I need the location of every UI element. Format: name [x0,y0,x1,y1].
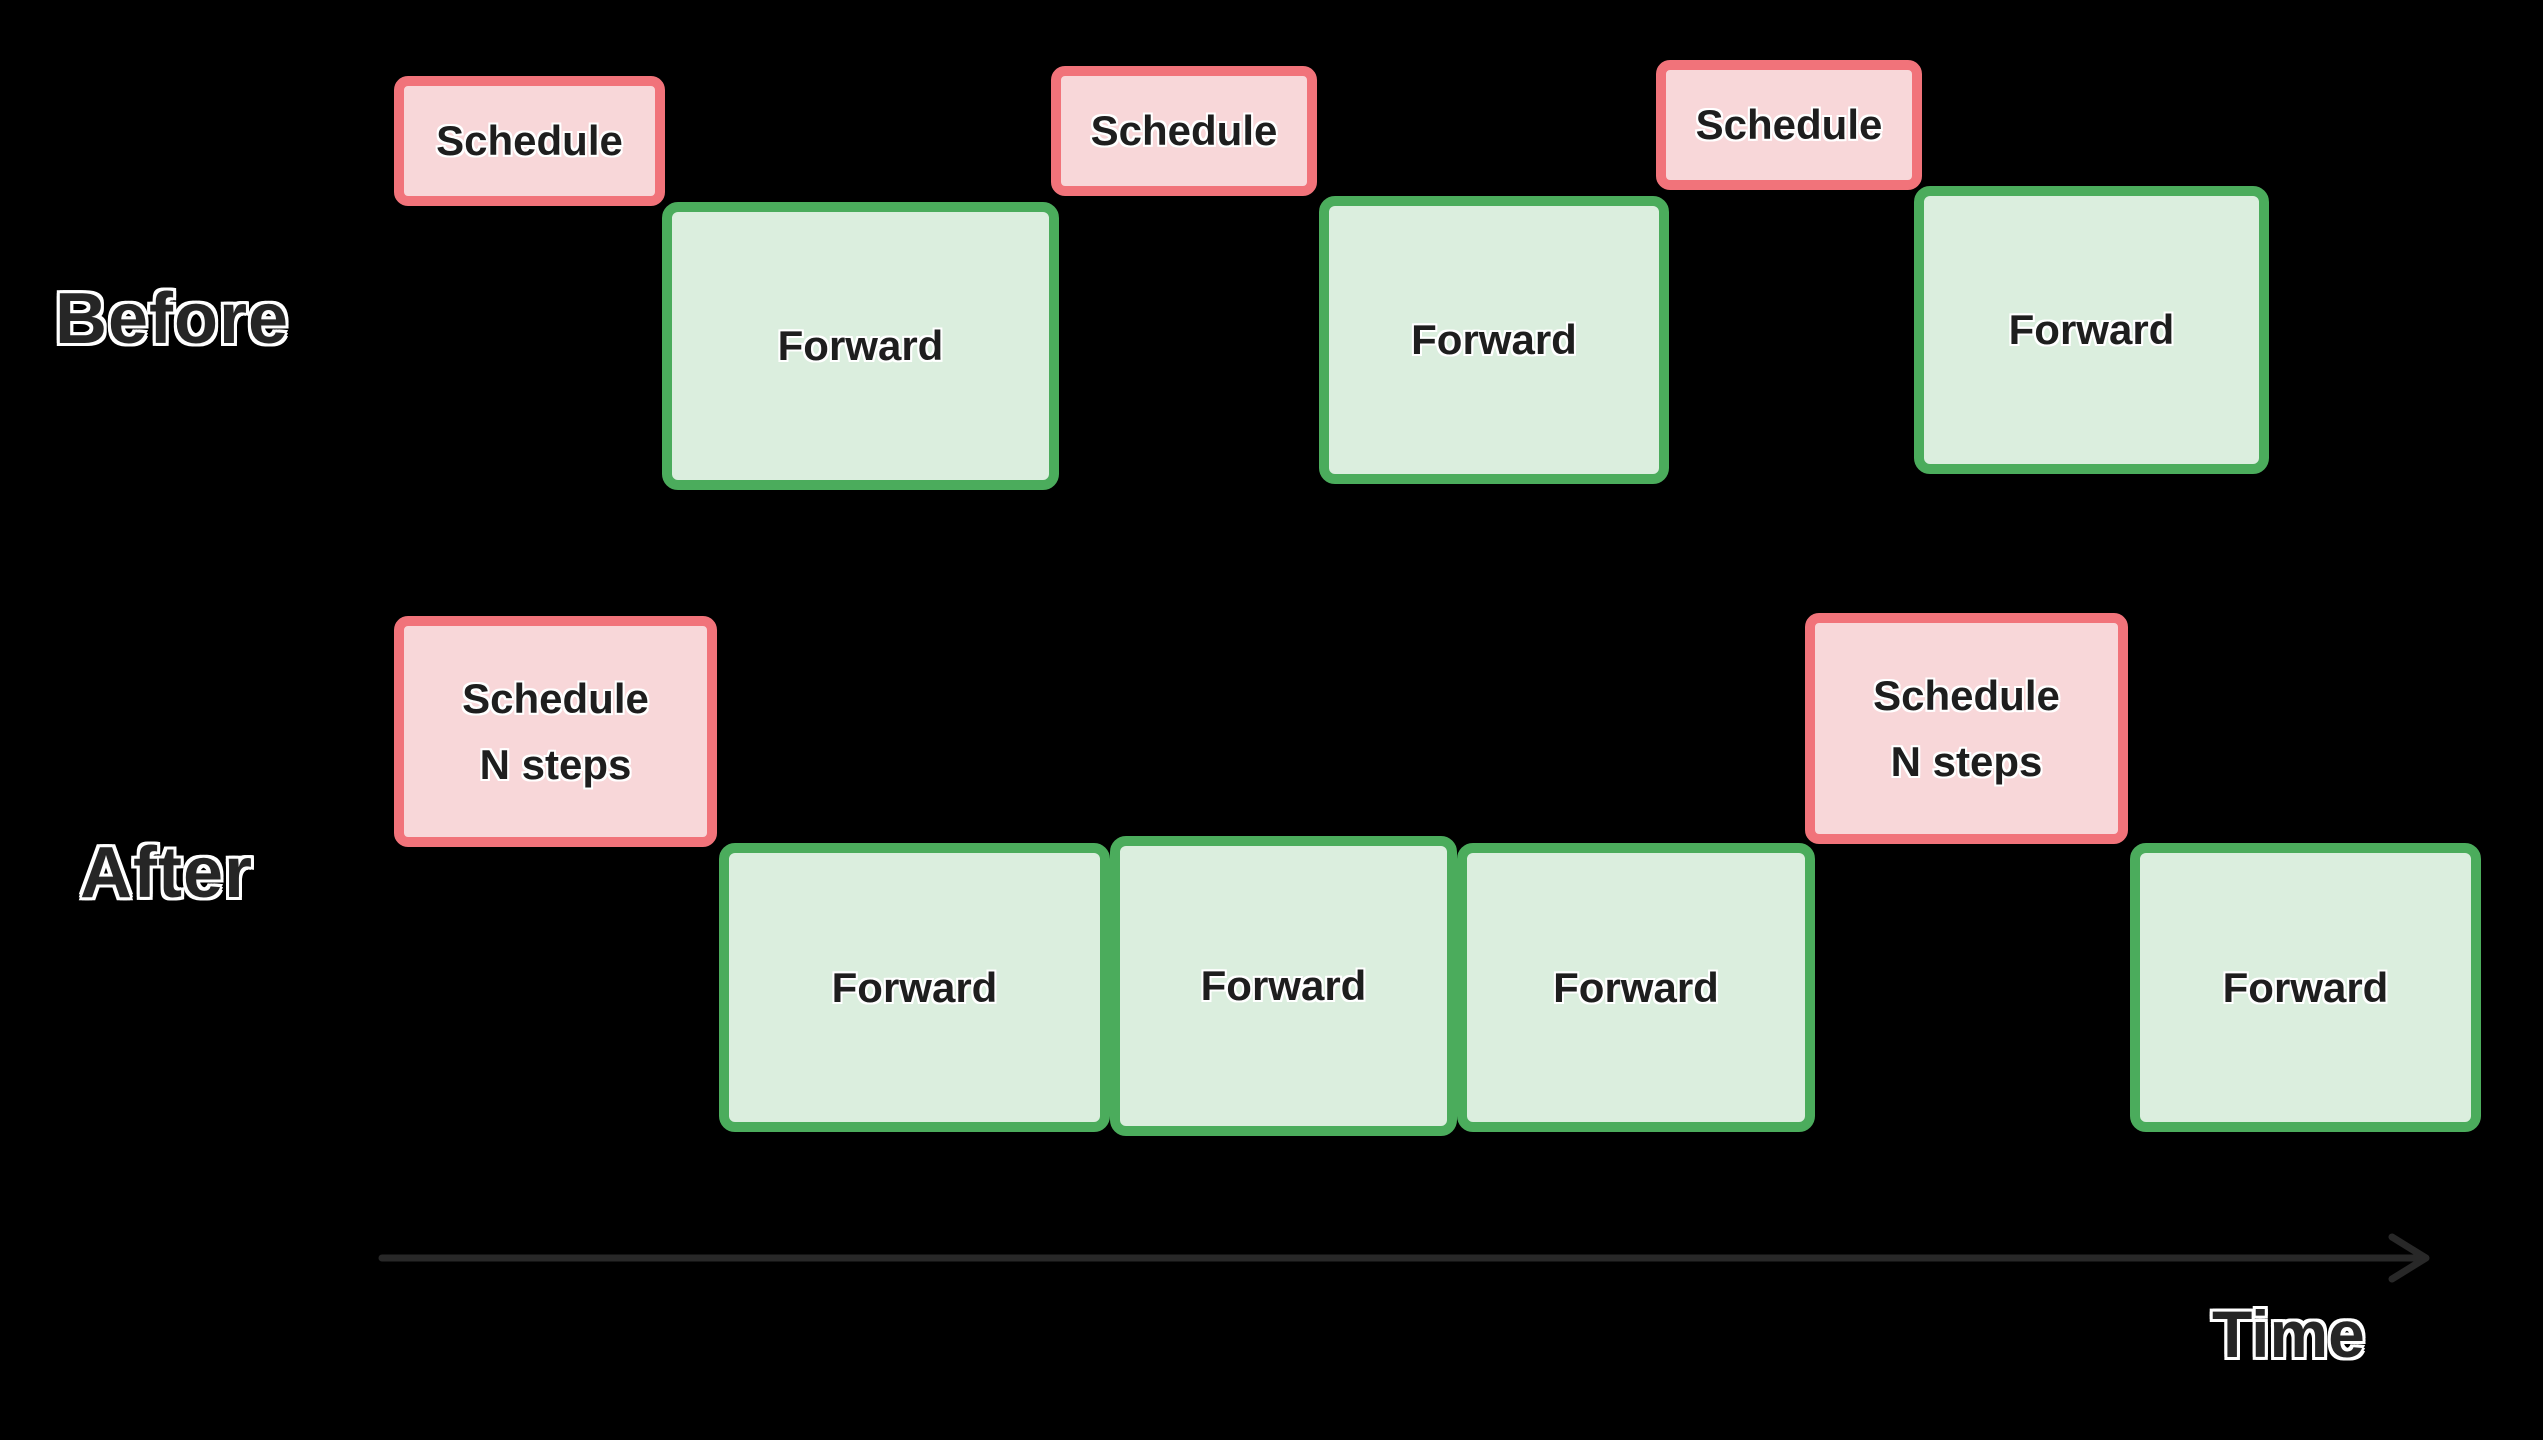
after-forward-box-1: Forward [719,843,1110,1132]
before-schedule-label-2: Schedule [1090,107,1278,155]
before-row-label: Before [55,279,290,359]
time-axis-arrowhead [2388,1233,2430,1283]
before-forward-box-3: Forward [1914,186,2269,474]
time-axis-arrow [378,1233,2430,1283]
before-forward-label-3: Forward [2008,306,2175,354]
after-schedule-label-1: Schedule N steps [462,675,649,788]
after-forward-box-3: Forward [1457,843,1815,1132]
after-row-label: After [80,833,254,913]
before-schedule-label-1: Schedule [436,117,623,165]
after-forward-box-4: Forward [2130,843,2481,1132]
after-forward-label-1: Forward [831,963,998,1011]
before-forward-box-2: Forward [1319,196,1669,484]
after-schedule-box-1: Schedule N steps [394,616,717,847]
after-forward-box-2: Forward [1110,836,1457,1136]
before-schedule-box-2: Schedule [1051,66,1317,196]
before-schedule-box-1: Schedule [394,76,665,206]
before-forward-label-1: Forward [777,322,944,370]
before-schedule-label-3: Schedule [1695,101,1883,149]
after-schedule-box-2: Schedule N steps [1805,613,2128,844]
before-forward-box-1: Forward [662,202,1059,490]
before-forward-label-2: Forward [1411,316,1577,364]
after-forward-label-2: Forward [1200,962,1367,1010]
after-forward-label-4: Forward [2222,963,2389,1011]
after-schedule-label-2: Schedule N steps [1873,672,2060,785]
time-axis-label: Time [2212,1297,2365,1371]
after-forward-label-3: Forward [1553,963,1719,1011]
before-schedule-box-3: Schedule [1656,60,1922,190]
